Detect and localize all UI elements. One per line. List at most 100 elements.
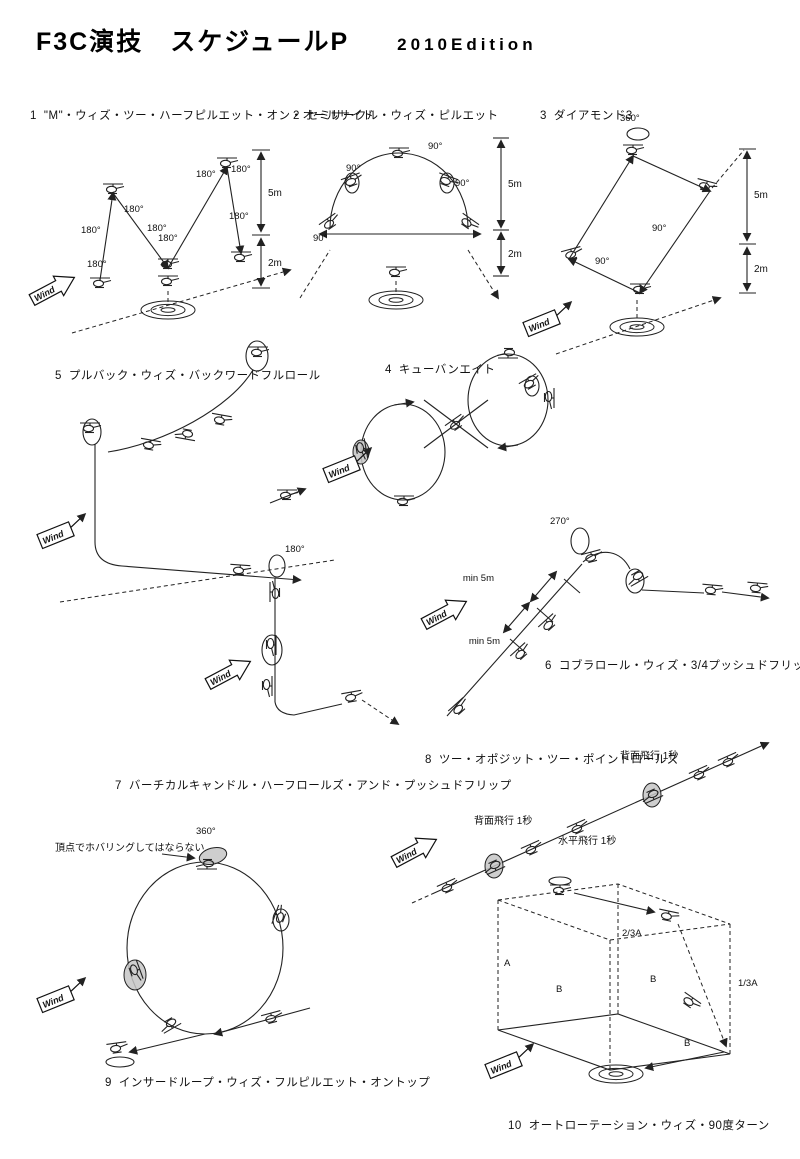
helicopter-icon <box>261 675 273 698</box>
distance-label: min 5m <box>469 636 500 647</box>
segment-label: A <box>504 958 511 969</box>
helicopter-icon <box>105 1040 130 1055</box>
height-label: 2m <box>508 249 522 260</box>
flight-path <box>497 876 731 1071</box>
angle-label: 180° <box>231 164 251 175</box>
page-title: F3C演技 スケジュールP <box>36 28 350 56</box>
reference-lines <box>361 699 400 725</box>
segment-label: B <box>556 984 562 995</box>
wind-arrow-icon <box>37 514 91 548</box>
roll-marker <box>484 853 504 879</box>
helicopter-icon <box>230 251 253 263</box>
note-label: 頂点でホバリングしてはならない <box>55 841 205 854</box>
helicopter-icon <box>89 277 112 289</box>
note-label: 水平飛行 1秒 <box>558 834 616 847</box>
helicopter-icon <box>746 581 769 594</box>
flight-path <box>446 527 770 717</box>
height-label: 5m <box>268 188 282 199</box>
helicopter-icon <box>157 275 180 287</box>
reference-box <box>497 883 731 1070</box>
helicopter-icon <box>456 212 481 234</box>
reference-lines <box>59 559 336 603</box>
note-label: 背面飛行 1秒 <box>474 814 532 827</box>
angle-label: 90° <box>652 223 667 234</box>
angle-label: 90° <box>455 178 470 189</box>
page-header: F3C演技 スケジュールP 2010Edition <box>36 22 537 58</box>
angle-label: 180° <box>229 211 249 222</box>
angle-label: 270° <box>550 516 570 527</box>
helicopter-icon <box>260 1009 285 1026</box>
wind-arrow-icon <box>523 302 577 336</box>
angle-label: 180° <box>147 223 167 234</box>
helicopter-icon <box>537 612 561 635</box>
angle-label: 360° <box>620 113 640 124</box>
flight-path <box>99 149 270 289</box>
helicopter-icon <box>340 171 365 190</box>
angle-label: 180° <box>196 169 216 180</box>
helicopter-icon <box>138 437 163 452</box>
angle-label: 180° <box>81 225 101 236</box>
segment-label: 1/3A <box>738 978 758 989</box>
helicopter-icon <box>393 495 416 507</box>
flight-path <box>82 340 307 584</box>
segment-label: 2/3A <box>622 928 642 939</box>
wind-arrow-icon <box>26 267 81 311</box>
height-label: 5m <box>508 179 522 190</box>
angle-label: 180° <box>158 233 178 244</box>
landing-pad-icon <box>588 1064 644 1084</box>
helicopter-icon <box>624 567 649 588</box>
distance-label: min 5m <box>463 573 494 584</box>
angle-label: 180° <box>285 544 305 555</box>
landing-pad-icon <box>140 300 196 320</box>
exit-pad <box>105 1056 135 1068</box>
flight-path <box>318 137 509 277</box>
angle-label: 180° <box>87 259 107 270</box>
helicopter-icon <box>496 347 519 359</box>
helicopter-icon <box>656 908 681 924</box>
roll-marker <box>642 782 662 808</box>
flight-path <box>360 353 549 501</box>
wind-arrow-icon <box>485 1044 539 1078</box>
landing-pad-icon <box>368 290 424 310</box>
reference-lines <box>411 893 433 904</box>
helicopter-icon <box>566 818 591 837</box>
helicopter-icon <box>340 689 365 704</box>
helicopter-icon <box>385 266 408 278</box>
helicopter-icon <box>678 991 703 1013</box>
landing-pad-icon <box>609 317 665 337</box>
helicopter-icon <box>157 258 180 270</box>
helicopter-icon <box>276 489 299 501</box>
flight-path <box>567 127 756 295</box>
angle-label: 360° <box>196 826 216 837</box>
helicopter-icon <box>209 412 234 427</box>
reference-lines <box>299 249 499 300</box>
helicopter-icon <box>622 144 645 156</box>
maneuver-1-figure: 1"M"・ウィズ・ツー・ハーフピルエット・オン・オールサイド <box>26 108 374 334</box>
reference-lines <box>71 267 292 334</box>
wind-arrow-icon <box>388 829 443 873</box>
helicopter-icon <box>580 548 605 565</box>
helicopter-icon <box>447 696 471 719</box>
segment-label: B <box>684 1038 690 1049</box>
reference-lines <box>555 149 745 355</box>
wind-arrow-icon <box>37 978 91 1012</box>
helicopter-icon <box>629 283 652 295</box>
angle-label: 90° <box>313 233 328 244</box>
note-label: 背面飛行 1秒 <box>620 749 678 762</box>
